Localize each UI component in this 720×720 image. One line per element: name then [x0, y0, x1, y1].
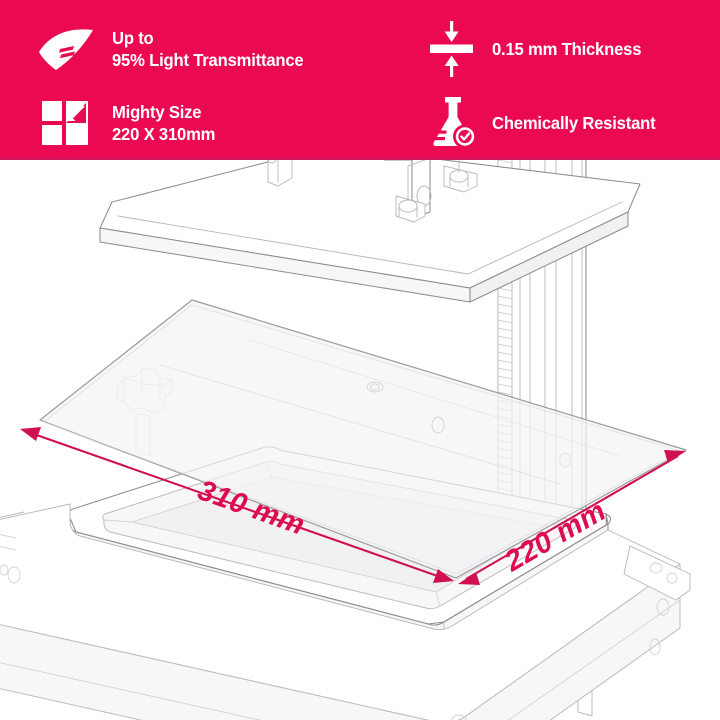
printer-line-art: 310 mm 220 mm — [0, 160, 691, 720]
flask-check-icon — [433, 97, 477, 149]
feature-label-size: Mighty Size 220 X 310mm — [112, 101, 215, 146]
feature-label-line1: 0.15 mm Thickness — [492, 38, 642, 59]
feature-label-line1: Chemically Resistant — [492, 112, 656, 133]
thickness-arrows-icon — [430, 21, 473, 77]
feature-item-transmittance: Up to 95% Light Transmittance — [34, 16, 414, 82]
feature-label-line2: 95% Light Transmittance — [112, 50, 304, 70]
banner-underline — [0, 157, 720, 160]
curved-film-sheet-icon — [39, 29, 93, 70]
feature-banner: Up to 95% Light Transmittance Mighty Siz… — [0, 0, 720, 160]
feature-label-line1: Up to — [112, 27, 154, 48]
resize-panes-arrow-icon — [42, 101, 88, 145]
feature-label-transmittance: Up to 95% Light Transmittance — [112, 27, 304, 72]
feature-label-line1: Mighty Size — [112, 101, 202, 122]
feature-label-thickness: 0.15 mm Thickness — [492, 38, 641, 60]
feature-item-size: Mighty Size 220 X 310mm — [34, 90, 414, 156]
build-plate — [99, 160, 641, 303]
feature-label-chemical: Chemically Resistant — [492, 112, 656, 134]
printer-illustration: 310 mm 220 mm — [0, 160, 720, 720]
feature-item-thickness: 0.15 mm Thickness — [424, 16, 714, 82]
feature-item-chemical: Chemically Resistant — [424, 90, 714, 156]
feature-label-line2: 220 X 310mm — [112, 124, 216, 144]
printer-base — [0, 503, 691, 720]
